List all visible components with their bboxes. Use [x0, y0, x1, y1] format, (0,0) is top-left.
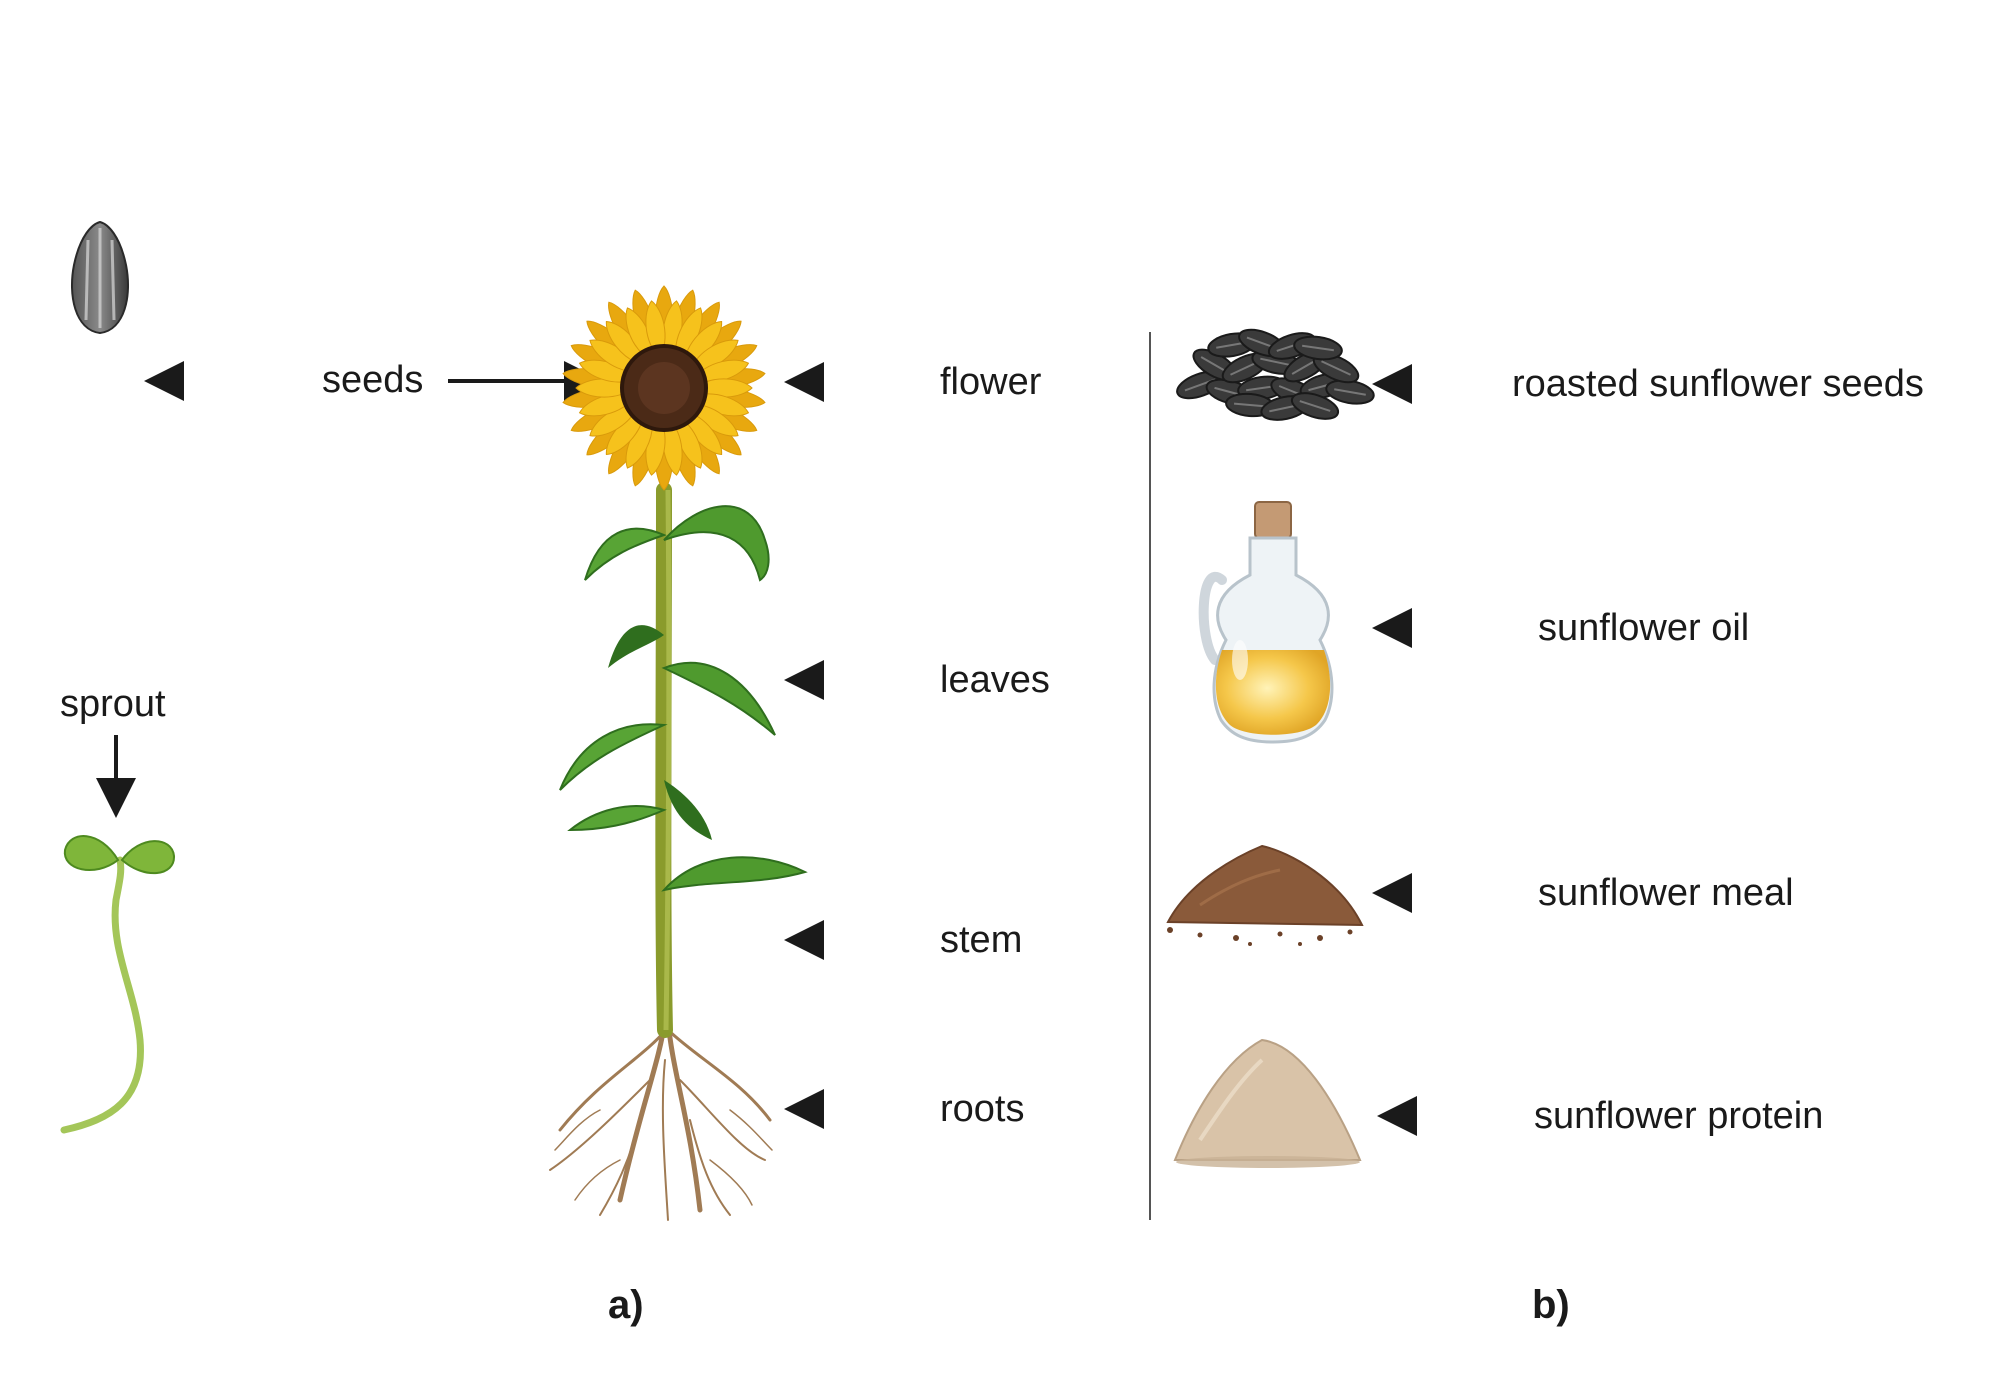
flower-label: flower [940, 361, 1042, 403]
oil-label: sunflower oil [1538, 607, 1749, 649]
roasted-seeds-icon [1176, 328, 1375, 421]
meal-label: sunflower meal [1538, 872, 1794, 914]
meal-pile-icon [1166, 844, 1364, 946]
leaves-label: leaves [940, 659, 1050, 701]
roasted-seeds-label: roasted sunflower seeds [1512, 363, 1924, 405]
oil-bottle-icon [1198, 501, 1334, 744]
roots-illustration [549, 1017, 773, 1221]
flower-illustration [562, 285, 766, 491]
leaves-illustration [559, 505, 808, 892]
seed-icon [71, 220, 129, 335]
sunflower-plant [549, 285, 808, 1221]
panel-a-caption: a) [608, 1283, 644, 1327]
protein-label: sunflower protein [1534, 1095, 1823, 1137]
protein-pile-icon [1173, 1038, 1362, 1168]
roots-label: roots [940, 1088, 1024, 1130]
panel-b-caption: b) [1532, 1283, 1570, 1327]
sprout-icon [60, 835, 176, 1134]
seeds-label: seeds [322, 359, 423, 401]
stem-label: stem [940, 919, 1022, 961]
sprout-label: sprout [60, 683, 166, 725]
